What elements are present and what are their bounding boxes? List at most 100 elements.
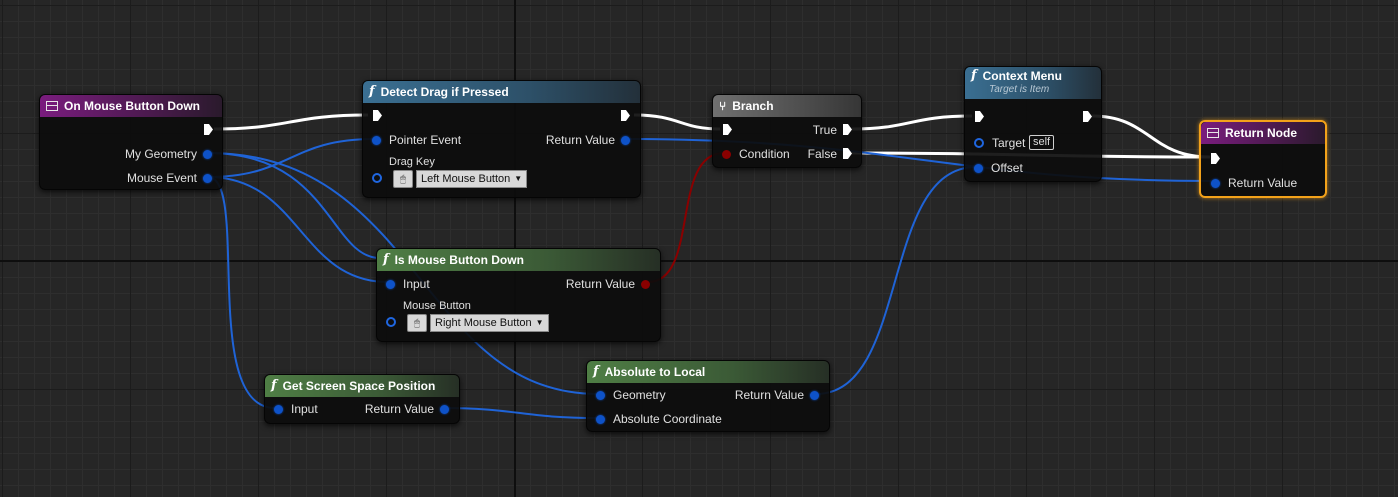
- pin-true: True: [813, 123, 837, 137]
- node-subtitle: Target is Item: [989, 84, 1050, 95]
- pin-label: False: [807, 147, 837, 161]
- return-icon: [1207, 128, 1219, 138]
- node-title: Detect Drag if Pressed: [380, 85, 509, 99]
- pin-label: Condition: [739, 147, 790, 161]
- pin-label: Absolute Coordinate: [613, 412, 722, 426]
- pin-input: Input: [386, 277, 430, 291]
- pin-input: Input: [274, 402, 318, 416]
- pin-dot-icon[interactable]: [1211, 178, 1220, 188]
- mouse-button-combo[interactable]: Right Mouse Button ▼: [430, 314, 549, 332]
- function-icon: f: [369, 84, 375, 99]
- branch-icon: ⑂: [719, 99, 727, 113]
- node-is-mouse-button-down[interactable]: f Is Mouse Button Down Input Return Valu…: [376, 248, 661, 342]
- pin-drag-key-connector: [372, 173, 382, 183]
- pin-dot-icon[interactable]: [372, 135, 381, 145]
- pin-dot-icon[interactable]: [974, 163, 983, 173]
- pin-label: Return Value: [545, 133, 615, 147]
- pin-geometry: Geometry: [596, 388, 666, 402]
- node-get-screen-space-position[interactable]: f Get Screen Space Position Input Return…: [264, 374, 460, 424]
- pin-dot-icon[interactable]: [386, 279, 395, 289]
- pin-label: Pointer Event: [389, 133, 462, 147]
- wire-mouse-event-to-pointer-event[interactable]: [207, 138, 375, 178]
- pin-ring-icon[interactable]: [974, 138, 984, 148]
- pin-dot-icon[interactable]: [722, 149, 731, 159]
- pin-label: Offset: [991, 161, 1023, 175]
- node-return[interactable]: Return Node Return Value: [1199, 120, 1327, 198]
- target-default-value[interactable]: self: [1029, 135, 1055, 150]
- exec-wire-event-to-detect[interactable]: [213, 113, 369, 131]
- node-header: f Is Mouse Button Down: [377, 249, 660, 271]
- pin-my-geometry: My Geometry: [125, 147, 212, 161]
- node-title: Absolute to Local: [604, 365, 706, 379]
- node-title: Get Screen Space Position: [282, 379, 436, 393]
- combo-value: Left Mouse Button: [421, 173, 511, 185]
- pin-dot-icon[interactable]: [596, 414, 605, 424]
- pin-dot-icon[interactable]: [596, 390, 605, 400]
- node-header: Return Node: [1201, 122, 1325, 144]
- wire-detect-return-to-return-node[interactable]: [621, 138, 1215, 182]
- drag-key-combo[interactable]: Left Mouse Button ▼: [416, 170, 528, 188]
- pin-label: Input: [403, 277, 430, 291]
- node-title: On Mouse Button Down: [64, 99, 200, 113]
- mouse-button-selector[interactable]: 🖱 Right Mouse Button ▼: [407, 314, 549, 332]
- pin-dot-icon[interactable]: [203, 149, 212, 159]
- pin-ring-icon[interactable]: [372, 173, 382, 183]
- pin-label: Mouse Button: [403, 300, 471, 312]
- chevron-down-icon: ▼: [535, 318, 544, 327]
- node-header: f Context Menu Target is Item: [965, 67, 1101, 99]
- wire-mouse-event-to-get-screen-pos[interactable]: [207, 176, 276, 409]
- exec-wire-true-to-context[interactable]: [851, 114, 973, 131]
- pin-dot-icon[interactable]: [621, 135, 630, 145]
- pin-return-value: Return Value: [365, 402, 449, 416]
- pin-dot-icon[interactable]: [641, 279, 650, 289]
- pin-label: My Geometry: [124, 147, 197, 161]
- node-title: Is Mouse Button Down: [394, 253, 524, 267]
- node-on-mouse-button-down[interactable]: On Mouse Button Down My Geometry Mouse E…: [39, 94, 223, 190]
- node-header: f Detect Drag if Pressed: [363, 81, 640, 103]
- pin-absolute-coordinate: Absolute Coordinate: [596, 412, 722, 426]
- drag-key-selector[interactable]: 🖱 Left Mouse Button ▼: [393, 170, 528, 188]
- function-icon: f: [971, 68, 977, 83]
- grid-axis-horizontal: [0, 260, 1398, 262]
- bool-wire-is-down-to-condition[interactable]: [647, 152, 725, 283]
- pin-mouse-button-connector: [386, 317, 396, 327]
- node-context-menu[interactable]: f Context Menu Target is Item Target sel…: [964, 66, 1102, 182]
- pin-label: Return Value: [1228, 176, 1298, 190]
- pin-label: Input: [291, 402, 318, 416]
- wire-screen-pos-to-abs-coord[interactable]: [439, 407, 599, 419]
- function-icon: f: [383, 252, 389, 267]
- pin-dot-icon[interactable]: [203, 173, 212, 183]
- exec-wire-detect-to-branch[interactable]: [633, 113, 721, 131]
- function-icon: f: [271, 378, 277, 393]
- pin-label: True: [812, 123, 837, 137]
- pin-dot-icon[interactable]: [274, 404, 283, 414]
- pin-offset: Offset: [974, 161, 1023, 175]
- chevron-down-icon: ▼: [514, 174, 523, 183]
- wire-mouse-event-to-is-down-input[interactable]: [207, 176, 389, 283]
- pin-label: Return Value: [565, 277, 635, 291]
- function-icon: f: [593, 364, 599, 379]
- node-title: Branch: [732, 99, 774, 113]
- exec-wire-context-to-return[interactable]: [1091, 114, 1211, 159]
- wire-abs-local-to-offset[interactable]: [815, 166, 977, 395]
- node-header: f Absolute to Local: [587, 361, 829, 383]
- wire-geometry-to-is-down[interactable]: [207, 152, 381, 259]
- pin-return-value: Return Value: [1211, 176, 1297, 190]
- pin-dot-icon[interactable]: [810, 390, 819, 400]
- combo-value: Right Mouse Button: [435, 317, 532, 329]
- node-title: Return Node: [1225, 126, 1297, 140]
- mouse-icon[interactable]: 🖱: [393, 170, 413, 188]
- pin-return-value: Return Value: [735, 388, 819, 402]
- node-branch[interactable]: ⑂ Branch True Condition False: [712, 94, 862, 168]
- node-detect-drag-if-pressed[interactable]: f Detect Drag if Pressed Pointer Event R…: [362, 80, 641, 198]
- pin-dot-icon[interactable]: [440, 404, 449, 414]
- pin-ring-icon[interactable]: [386, 317, 396, 327]
- mouse-icon[interactable]: 🖱: [407, 314, 427, 332]
- pin-condition: Condition: [722, 147, 790, 161]
- node-absolute-to-local[interactable]: f Absolute to Local Geometry Return Valu…: [586, 360, 830, 432]
- pin-target: Target: [974, 136, 1025, 150]
- node-header: f Get Screen Space Position: [265, 375, 459, 397]
- pin-drag-key: Drag Key: [389, 156, 435, 168]
- node-header: ⑂ Branch: [713, 95, 861, 117]
- pin-mouse-event: Mouse Event: [127, 171, 212, 185]
